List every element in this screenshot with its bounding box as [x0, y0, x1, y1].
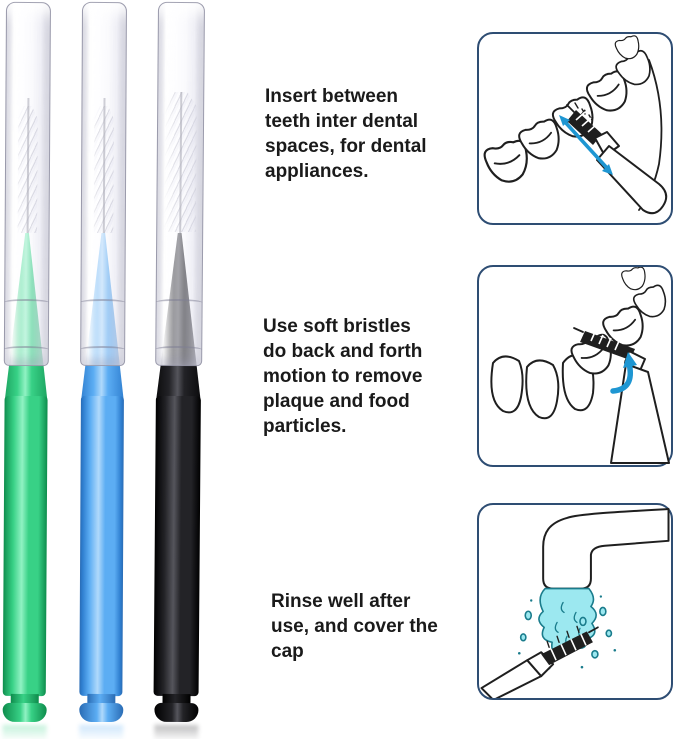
green-brush: [1, 1, 51, 739]
brush-handle: [153, 395, 201, 697]
black-brush: [152, 1, 205, 739]
brush-reflection: [78, 724, 123, 739]
rotation-arrow-icon: [610, 352, 637, 394]
brush-handle: [2, 395, 48, 697]
brush-clear-cap: [155, 1, 205, 367]
brush-end-cap: [2, 702, 47, 723]
droplet-on-brush: [579, 616, 587, 627]
rinse-illustration-panel: [477, 503, 673, 700]
motion-illustration-panel: [477, 265, 673, 467]
instruction-text-insert: Insert between teeth inter dental spaces…: [265, 86, 427, 182]
rinse-under-water-illustration: [480, 507, 670, 698]
brush-clear-cap: [3, 1, 51, 367]
insert-between-teeth-illustration: [483, 35, 668, 215]
cap-ring: [80, 345, 126, 354]
cap-ring: [155, 298, 203, 307]
brush-end-cap: [78, 702, 123, 723]
back-and-forth-illustration: [490, 267, 670, 464]
cap-ring: [80, 298, 126, 307]
insert-illustration-panel: [477, 32, 673, 225]
brush-handle: [79, 395, 124, 697]
insert-direction-arrow-icon: [559, 115, 613, 175]
brush-reflection: [153, 724, 198, 739]
cap-ring: [155, 345, 203, 354]
instruction-text-motion: Use soft bristles do back and forth moti…: [263, 316, 423, 437]
interdental-brush-icon: [566, 102, 668, 215]
faucet-icon: [542, 507, 670, 590]
brush-end-cap: [153, 702, 198, 723]
cap-ring: [4, 298, 50, 307]
instruction-text-rinse: Rinse well after use, and cover the cap: [271, 591, 438, 662]
interdental-brush-icon: [480, 616, 599, 698]
teeth-row: [490, 267, 667, 420]
brush-clear-cap: [80, 1, 127, 367]
cap-ring: [3, 345, 49, 354]
brush-reflection: [1, 724, 47, 739]
blue-brush: [78, 1, 127, 739]
